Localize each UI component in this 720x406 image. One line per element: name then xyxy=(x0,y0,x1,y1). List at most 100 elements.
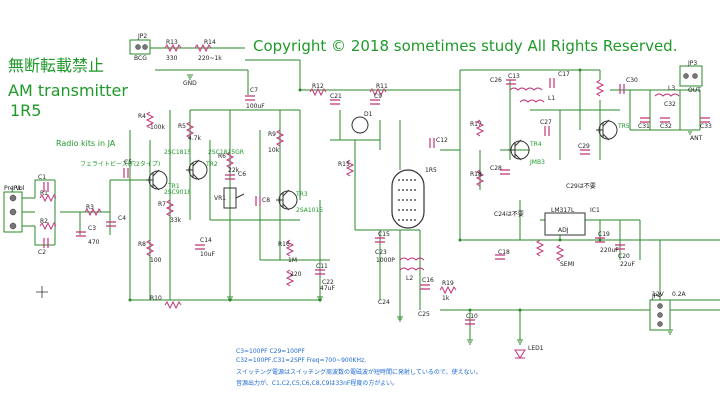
component-label: 12V xyxy=(652,291,664,298)
note-line: C3=100PF C29=100PF xyxy=(236,348,305,355)
component-label: R5 xyxy=(178,123,186,130)
component-label: 4.7k xyxy=(188,135,202,142)
title-line-tube: 1R5 xyxy=(10,101,42,120)
component-label: BCG xyxy=(134,55,147,62)
component-label: SEMI xyxy=(560,261,575,268)
component-label: 10k xyxy=(268,147,280,154)
component-label: R3 xyxy=(86,204,94,211)
component-label: 10uF xyxy=(200,251,215,258)
component-label: C9 xyxy=(374,93,383,100)
component-label: 220~1k xyxy=(198,55,222,62)
component-label: C11 xyxy=(316,263,328,270)
component-label: 22uF xyxy=(620,261,635,268)
component-label: IC1 xyxy=(590,207,600,214)
component-label: R19 xyxy=(442,280,454,287)
component-label: 220 xyxy=(290,271,302,278)
component-label: C24は不要 xyxy=(494,211,524,218)
component-label: 2SC1815GR xyxy=(208,149,244,156)
component-label: L2 xyxy=(406,275,414,282)
component-label: C22 xyxy=(322,279,334,286)
component-label: ADJ xyxy=(558,227,569,234)
component-label: 47uF xyxy=(320,285,335,292)
component-label: 1k xyxy=(442,295,450,302)
subtitle-radio-kits: Radio kits in JA xyxy=(56,139,116,148)
component-label: 2SC9018 xyxy=(164,189,192,196)
component-label: C12 xyxy=(436,137,448,144)
component-label: C20 xyxy=(618,253,630,260)
component-label: C30 xyxy=(626,77,638,84)
component-label: C19 xyxy=(598,231,610,238)
component-label: C32 xyxy=(660,123,672,130)
component-label: 220uF xyxy=(600,247,619,254)
component-label: R9 xyxy=(268,131,276,138)
component-label: R14 xyxy=(204,39,216,46)
component-label: R12 xyxy=(312,83,324,90)
component-label: C32 xyxy=(664,101,676,108)
component-label: L1 xyxy=(548,95,556,102)
component-label: GND xyxy=(183,80,197,87)
component-label: C3 xyxy=(88,225,97,232)
copyright-text: Copyright © 2018 sometimes study All Rig… xyxy=(253,37,678,55)
component-label: TR5 xyxy=(618,123,630,130)
component-label: C28 xyxy=(490,165,502,172)
component-label: C7 xyxy=(250,87,259,94)
component-label: OUT xyxy=(688,87,701,94)
component-label: C16 xyxy=(422,277,434,284)
component-label: R18 xyxy=(470,171,482,178)
component-label: R6 xyxy=(218,153,226,160)
component-label: C33 xyxy=(700,123,712,130)
component-label: R8 xyxy=(138,241,146,248)
component-label: 1000P xyxy=(376,257,395,264)
component-label: TR4 xyxy=(530,141,542,148)
component-label: C1 xyxy=(38,174,47,181)
component-label: C23 xyxy=(375,249,387,256)
component-label: C27 xyxy=(540,119,552,126)
note-line: C32=100PF,C31=2SPF Freq=700~900KHz, xyxy=(236,357,367,364)
component-label: R16 xyxy=(278,241,290,248)
component-label: C29 xyxy=(578,143,590,150)
component-label: C13 xyxy=(508,73,520,80)
component-label: C6 xyxy=(238,171,247,178)
component-label: JP3 xyxy=(688,60,698,67)
component-label: TR1 xyxy=(168,183,180,190)
title-line-am-transmitter: AM transmitter xyxy=(8,81,128,100)
component-label: TR2 xyxy=(206,161,218,168)
component-label: 0.2A xyxy=(672,291,686,298)
component-label: R2 xyxy=(40,218,48,225)
component-label: R10 xyxy=(150,295,162,302)
component-label: C14 xyxy=(200,237,212,244)
component-label: C8 xyxy=(262,197,271,204)
component-label: 1M xyxy=(288,257,297,264)
component-label: C26 xyxy=(490,77,502,84)
component-label: C18 xyxy=(498,249,510,256)
tube-label: 1R5 xyxy=(425,167,437,174)
ferrite-bead-note: フェライトビーズ(穴2タイプ) xyxy=(80,161,161,168)
regulator-label: LM317L xyxy=(551,207,575,214)
component-label: 330 xyxy=(166,55,178,62)
component-label: 100uF xyxy=(246,103,265,110)
component-label: L3 xyxy=(668,85,676,92)
component-label: ANT xyxy=(690,135,703,142)
component-label: R13 xyxy=(166,39,178,46)
component-label: Pre Vol xyxy=(4,185,25,192)
component-label: 2SC1815 xyxy=(164,149,192,156)
component-label: R17 xyxy=(470,121,482,128)
component-label: C17 xyxy=(558,71,570,78)
component-label: R4 xyxy=(138,113,146,120)
component-label: C29は不要 xyxy=(566,183,596,190)
component-label: 33k xyxy=(170,217,182,224)
component-label: 22k xyxy=(228,167,240,174)
component-label: D1 xyxy=(364,111,373,118)
component-label: 2SA1015 xyxy=(296,207,324,214)
component-label: LED1 xyxy=(528,345,544,352)
component-label: C2 xyxy=(38,249,47,256)
component-label: 100 xyxy=(150,257,162,264)
component-label: C25 xyxy=(418,311,430,318)
component-label: R7 xyxy=(158,201,166,208)
component-label: VR1 xyxy=(214,195,227,202)
component-label: JP4 xyxy=(652,293,662,300)
title-line-no-reprint: 無断転載禁止 xyxy=(8,56,105,75)
component-label: C31 xyxy=(638,123,650,130)
